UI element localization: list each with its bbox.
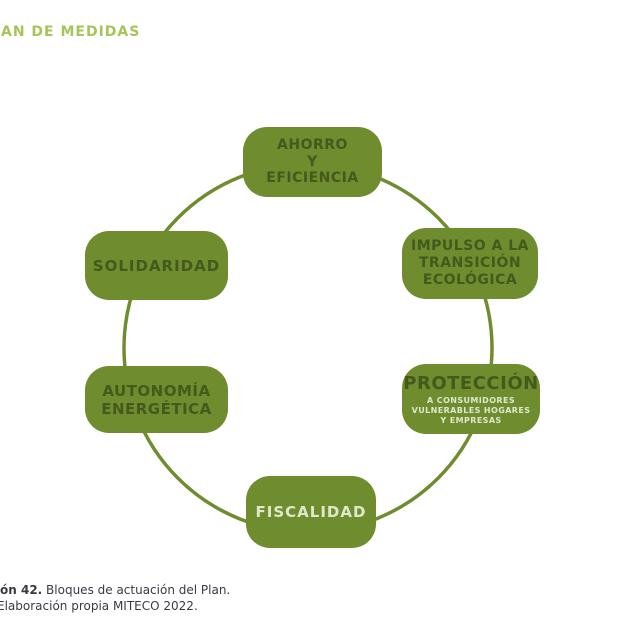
node-impulso-transicion-ecologica: IMPULSO A LA TRANSICIÓN ECOLÓGICA xyxy=(402,228,538,299)
node-subtext-line: A CONSUMIDORES xyxy=(427,396,515,406)
figure-caption-source: Elaboración propia MITECO 2022. xyxy=(0,599,198,613)
node-label-line: IMPULSO A LA xyxy=(410,238,529,255)
figure-description: Bloques de actuación del Plan. xyxy=(42,583,231,597)
figure-number: ón 42. xyxy=(0,583,43,597)
node-fiscalidad: FISCALIDAD xyxy=(246,476,376,548)
node-subtext: A CONSUMIDORES VULNERABLES HOGARES Y EMP… xyxy=(412,396,531,425)
page-title: AN DE MEDIDAS xyxy=(1,24,141,40)
node-label-line: AUTONOMÍA xyxy=(102,381,211,400)
node-subtext-line: Y EMPRESAS xyxy=(440,415,502,425)
figure-caption-title: ón 42. Bloques de actuación del Plan. xyxy=(0,582,230,598)
figure-caption: ón 42. Bloques de actuación del Plan. El… xyxy=(0,582,230,614)
node-label-line: TRANSICIÓN xyxy=(418,255,522,272)
node-label-line: AHORRO xyxy=(277,136,348,153)
node-proteccion-consumidores: PROTECCIÓN A CONSUMIDORES VULNERABLES HO… xyxy=(402,364,540,434)
node-label-line: ENERGÉTICA xyxy=(101,399,212,418)
node-autonomia-energetica: AUTONOMÍA ENERGÉTICA xyxy=(85,366,228,433)
node-title: PROTECCIÓN xyxy=(403,372,539,394)
node-label-line: Y xyxy=(307,153,318,170)
node-subtext-line: VULNERABLES HOGARES xyxy=(411,406,531,415)
node-label-line: EFICIENCIA xyxy=(266,170,359,187)
node-label-line: SOLIDARIDAD xyxy=(92,256,221,275)
node-ahorro-y-eficiencia: AHORRO Y EFICIENCIA xyxy=(243,127,382,197)
node-label-line: FISCALIDAD xyxy=(255,503,367,521)
node-label-line: ECOLÓGICA xyxy=(422,271,518,288)
node-solidaridad: SOLIDARIDAD xyxy=(85,231,228,300)
